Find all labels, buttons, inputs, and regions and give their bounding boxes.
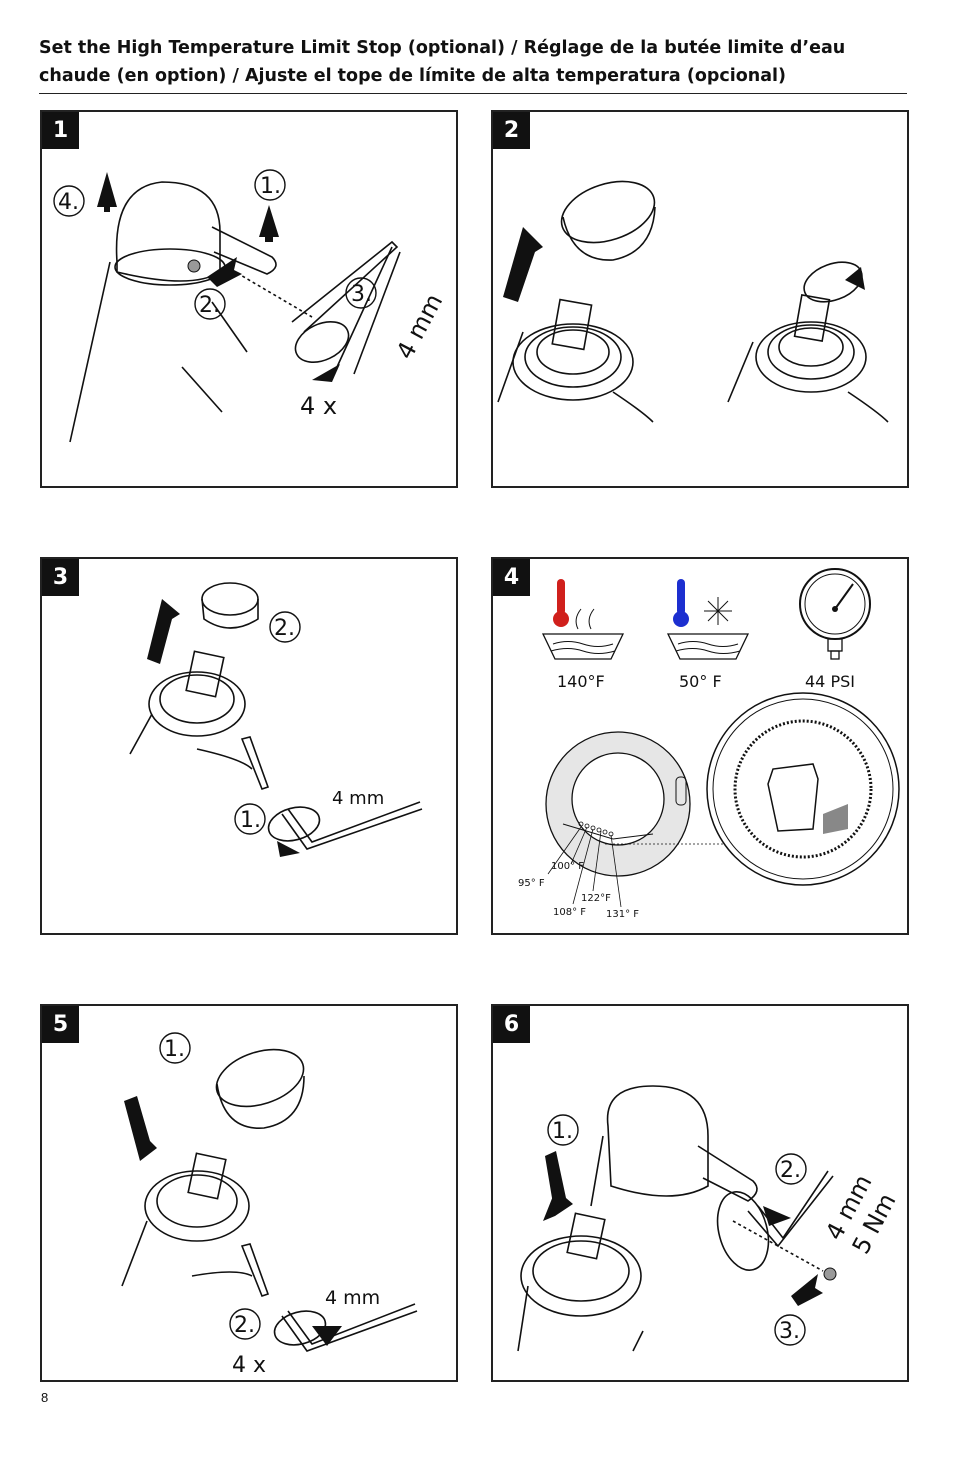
step-1-panel: 1 4. 1. 2. bbox=[40, 110, 458, 488]
lift-arrow-icon bbox=[147, 599, 180, 664]
temp-95: 95° F bbox=[518, 878, 545, 889]
step-2-illustration bbox=[497, 180, 889, 423]
step-4-illustration: 140°F 50° F 44 PSI bbox=[518, 568, 900, 920]
down-arrow-icon bbox=[545, 1151, 573, 1216]
down-arrow-icon bbox=[124, 1096, 157, 1161]
step-5-turn-count: 4 x bbox=[232, 1353, 266, 1378]
step-3-panel: 3 2. 1. 4 mm bbox=[40, 557, 458, 935]
step-6-badge: 6 bbox=[493, 1006, 530, 1043]
cold-water-icon bbox=[666, 579, 750, 660]
step-5-label-1: 1. bbox=[164, 1037, 185, 1062]
step-5-badge: 5 bbox=[42, 1006, 79, 1043]
step-2-badge: 2 bbox=[493, 112, 530, 149]
step-5-tool-size: 4 mm bbox=[325, 1287, 380, 1309]
up-arrow-icon bbox=[97, 172, 117, 212]
pressure-value: 44 PSI bbox=[805, 672, 855, 691]
title-divider bbox=[39, 93, 907, 94]
step-1-label-2: 2. bbox=[199, 293, 220, 318]
step-4-badge: 4 bbox=[493, 559, 530, 596]
step-6-illustration: 1. 2. 3. 4 mm 5 Nm bbox=[517, 1085, 902, 1352]
limit-stop-ring bbox=[545, 731, 763, 877]
lift-arrow-icon bbox=[503, 227, 543, 302]
step-1-label-1: 1. bbox=[260, 174, 281, 199]
step-3-label-2: 2. bbox=[274, 616, 295, 641]
step-1-turn-count: 4 x bbox=[300, 392, 337, 420]
page-title: Set the High Temperature Limit Stop (opt… bbox=[39, 38, 846, 86]
step-4-panel: 4 140°F 50° F bbox=[491, 557, 909, 935]
step-3-illustration: 2. 1. 4 mm bbox=[129, 582, 423, 857]
magnified-detail bbox=[706, 692, 900, 886]
page-number: 8 bbox=[41, 1390, 49, 1405]
cold-temperature-value: 50° F bbox=[679, 672, 722, 691]
step-5-illustration: 1. 2. 4 mm 4 x bbox=[121, 1032, 418, 1378]
step-1-label-4: 4. bbox=[58, 190, 79, 215]
step-1-tool-size: 4 mm bbox=[391, 289, 448, 364]
pressure-gauge-icon bbox=[799, 568, 871, 660]
temp-100: 100° F bbox=[551, 861, 584, 872]
step-3-tool-size: 4 mm bbox=[332, 788, 384, 809]
step-3-label-1: 1. bbox=[240, 808, 261, 833]
step-3-badge: 3 bbox=[42, 559, 79, 596]
step-5-label-2: 2. bbox=[234, 1313, 255, 1338]
step-6-label-2: 2. bbox=[780, 1158, 801, 1183]
step-1-label-3: 3. bbox=[351, 282, 372, 307]
hot-water-icon bbox=[541, 579, 625, 660]
step-6-label-3: 3. bbox=[779, 1319, 800, 1344]
hot-temperature-value: 140°F bbox=[557, 672, 605, 691]
step-6-panel: 6 1. 2. 3. 4 mm 5 Nm bbox=[491, 1004, 909, 1382]
temp-108: 108° F bbox=[553, 907, 586, 918]
step-6-label-1: 1. bbox=[552, 1119, 573, 1144]
step-1-badge: 1 bbox=[42, 112, 79, 149]
temp-131: 131° F bbox=[606, 909, 639, 920]
step-2-panel: 2 bbox=[491, 110, 909, 488]
step-1-illustration: 4. 1. 2. 3. 4 mm 4 x bbox=[53, 169, 448, 443]
temp-122: 122°F bbox=[581, 893, 611, 904]
step-5-panel: 5 1. 2. 4 mm 4 x bbox=[40, 1004, 458, 1382]
